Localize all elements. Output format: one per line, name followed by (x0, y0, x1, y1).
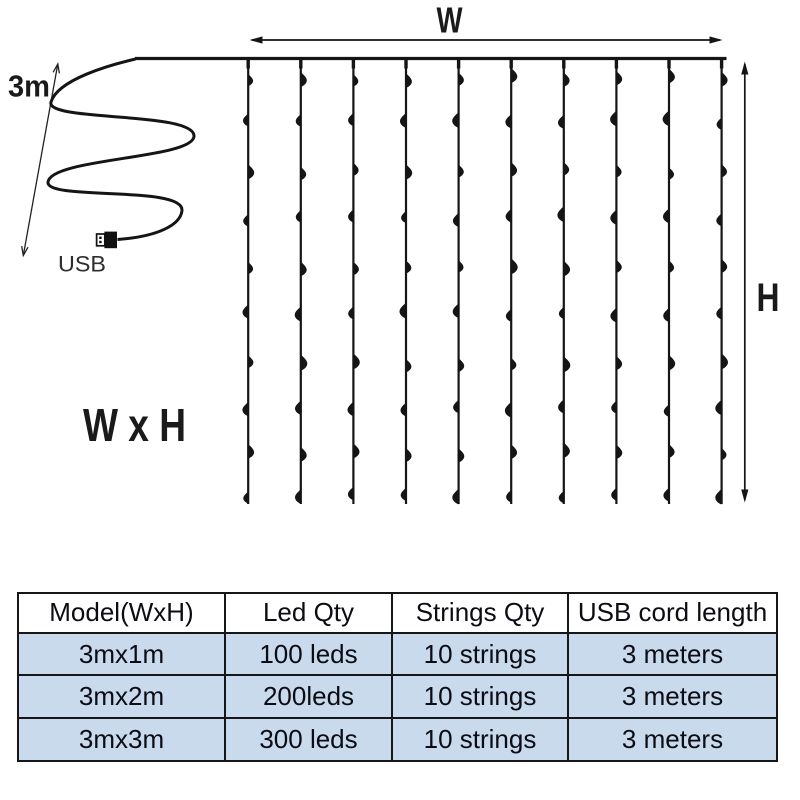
svg-text:H: H (757, 276, 780, 320)
svg-text:USB: USB (58, 252, 106, 277)
svg-text:W: W (437, 0, 463, 41)
svg-text:3m: 3m (8, 69, 50, 104)
svg-text:W x H: W x H (83, 399, 186, 451)
